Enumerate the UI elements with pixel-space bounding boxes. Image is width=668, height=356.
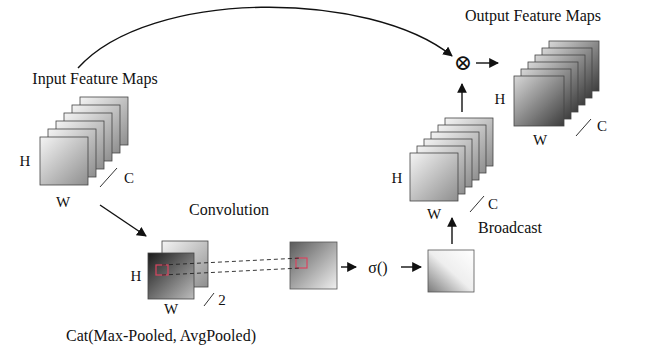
flow-arrow [100, 205, 146, 236]
heading: Output Feature Maps [465, 8, 601, 24]
dimension-label: H [20, 154, 31, 169]
dimension-label: H [131, 269, 142, 284]
multiply-symbol: ⊗ [454, 52, 472, 74]
channel-slash [470, 196, 484, 212]
dimension-label: W [56, 195, 70, 210]
flow-arrow [451, 218, 452, 244]
flow-arrow [341, 266, 356, 267]
feature-map [514, 76, 564, 126]
channel-slash [100, 168, 117, 187]
dimension-label: H [495, 92, 506, 107]
function-label: σ() [368, 260, 387, 276]
channel-slash [576, 119, 591, 136]
heading: Input Feature Maps [32, 71, 157, 87]
dimension-label: H [392, 171, 403, 186]
receptive-mark [156, 265, 168, 275]
receptive-mark [296, 258, 307, 268]
dimension-label: 2 [218, 293, 226, 308]
conv-map [290, 242, 337, 289]
flow-arrow [476, 62, 498, 63]
attention-map [428, 250, 474, 292]
caption-label: Cat(Max-Pooled, AvgPooled) [66, 328, 256, 344]
feature-map [40, 137, 88, 185]
flow-arrow [461, 84, 462, 112]
skip-arrow [78, 7, 452, 68]
dimension-label: C [488, 197, 498, 212]
dimension-label: C [597, 119, 607, 134]
step-label: Broadcast [478, 220, 542, 236]
dimension-label: W [533, 133, 547, 148]
feature-map [410, 153, 458, 201]
flow-arrow [401, 266, 421, 267]
channel-slash [204, 293, 214, 306]
dimension-label: W [164, 302, 178, 317]
feature-map [148, 253, 194, 299]
dimension-label: W [427, 207, 441, 222]
step-label: Convolution [189, 202, 269, 218]
projection-line [162, 258, 301, 265]
dimension-label: C [124, 171, 134, 186]
projection-line [162, 268, 301, 275]
